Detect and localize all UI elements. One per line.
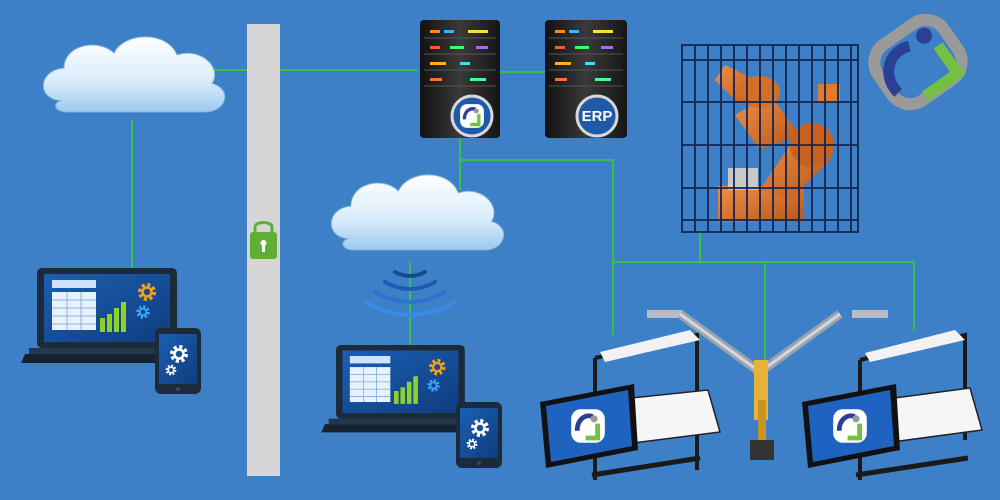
tablet-icon-wireless — [456, 402, 502, 468]
cloud-icon-wireless — [330, 174, 505, 251]
link-server-bus — [460, 159, 614, 335]
erp-badge — [575, 94, 619, 138]
laptop-icon-wireless — [321, 345, 482, 433]
fence-cage-icon — [681, 44, 859, 233]
erp-label: ERP — [582, 108, 613, 125]
company-logo-icon — [571, 409, 605, 443]
workstation-icon-right — [802, 330, 983, 480]
wireless-icon — [363, 270, 457, 317]
cloud-icon-internet — [42, 36, 226, 113]
company-logo-icon-large — [868, 13, 968, 111]
workstation-icon-left — [540, 330, 721, 480]
laptop-icon-office — [21, 268, 195, 363]
lock-icon — [250, 221, 277, 259]
lift-assist-arm-icon — [647, 310, 888, 460]
server-icon-internal — [420, 20, 500, 138]
company-logo-icon — [458, 102, 486, 130]
tablet-icon-office — [155, 328, 201, 394]
monitor-icon — [540, 384, 638, 468]
firewall-icon — [247, 24, 280, 476]
company-logo-icon — [833, 409, 867, 443]
server-icon-erp: ERP — [545, 20, 627, 138]
monitor-icon — [802, 384, 900, 468]
